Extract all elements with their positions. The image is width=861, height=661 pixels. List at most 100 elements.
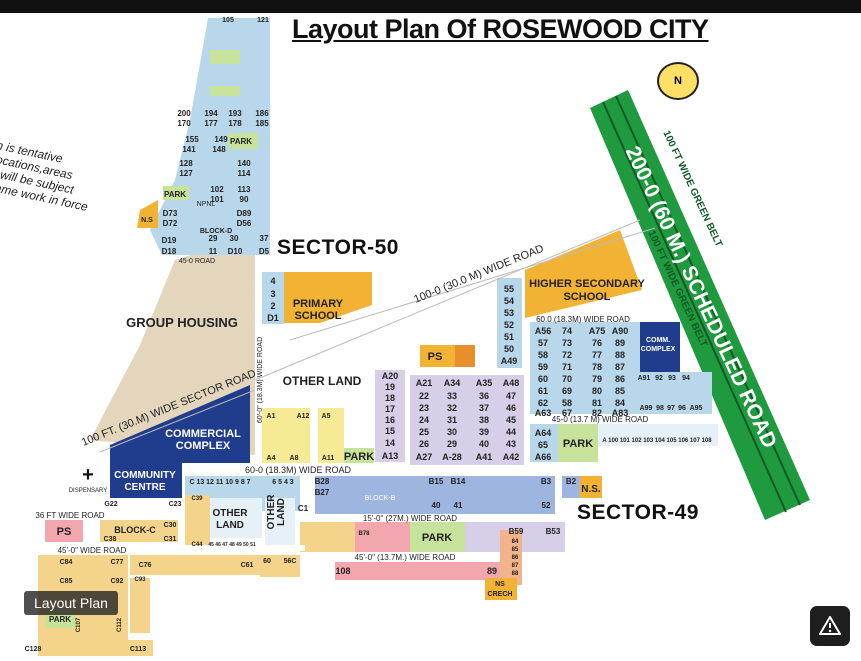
plot-c128: C128 — [25, 646, 42, 653]
plot-a41: A41 — [476, 452, 493, 462]
comm-small-2: COMPLEX — [641, 346, 676, 353]
road-label-36: 36 FT WIDE ROAD — [35, 511, 104, 520]
block-d-label: BLOCK-D — [200, 228, 232, 235]
hss-label-1: HIGHER SECONDARY — [529, 278, 645, 290]
plot-114: 114 — [238, 169, 251, 178]
plot-96: 96 — [678, 405, 686, 412]
park-label-a: PARK — [230, 137, 252, 146]
plot-38: 38 — [479, 415, 489, 425]
plot-51: 51 — [504, 332, 514, 342]
community-label-1: COMMUNITY — [114, 470, 176, 481]
plot-c6: 6 5 4 3 — [272, 479, 294, 486]
plot-101: 101 — [210, 195, 224, 204]
plot-c61: C61 — [241, 562, 254, 569]
plot-b15: B15 — [429, 477, 444, 486]
plot-102: 102 — [210, 185, 224, 194]
plot-128: 128 — [179, 159, 193, 168]
plot-a5: A5 — [322, 413, 331, 420]
plot-c1: C1 — [298, 504, 309, 513]
plot-24: 24 — [419, 415, 429, 425]
plot-22: 22 — [419, 391, 429, 401]
plot-36: 36 — [479, 391, 489, 401]
plot-193: 193 — [228, 109, 242, 118]
plot-60: 60 — [538, 374, 548, 384]
plot-194: 194 — [204, 109, 218, 118]
plot-70: 70 — [562, 374, 572, 384]
plot-c85: C85 — [60, 578, 73, 585]
plot-16: 16 — [385, 415, 395, 425]
community-centre-area — [110, 463, 182, 498]
road-label-wide: 100-0 (30.0 M) WIDE ROAD — [412, 243, 545, 306]
plot-89b: 89 — [487, 566, 497, 576]
higher-secondary-area — [525, 230, 642, 318]
plot-a13: A13 — [382, 451, 399, 461]
hss-label-2: SCHOOL — [563, 291, 610, 303]
plot-44: 44 — [506, 427, 516, 437]
plot-c45: 45 46 47 48 49 50 51 — [208, 542, 255, 548]
plot-b78: B78 — [358, 531, 370, 537]
plot-c107: C107 — [76, 617, 82, 632]
plot-54: 54 — [504, 296, 514, 306]
plot-89: 89 — [615, 338, 625, 348]
plot-c23: C23 — [169, 501, 182, 508]
plot-178: 178 — [228, 119, 242, 128]
plot-26: 26 — [419, 439, 429, 449]
plot-d19: D19 — [162, 236, 177, 245]
primary-school-area — [284, 272, 372, 323]
plot-86: 86 — [615, 374, 625, 384]
plot-b2: B2 — [566, 477, 577, 486]
plot-d72: D72 — [163, 219, 178, 228]
road-label-60c: 60.0 (18.3M) WIDE ROAD — [536, 315, 630, 324]
plot-39: 39 — [479, 427, 489, 437]
plot-108: 108 — [335, 566, 350, 576]
plot-79: 79 — [592, 374, 602, 384]
plot-b27: B27 — [315, 488, 330, 497]
plot-18: 18 — [385, 393, 395, 403]
ns-label-b: N.S. — [581, 484, 601, 495]
plot-40: 40 — [479, 439, 489, 449]
plot-41: 41 — [454, 501, 463, 510]
plot-71: 71 — [562, 362, 572, 372]
plot-3: 3 — [270, 289, 275, 299]
plot-93: 93 — [668, 375, 676, 382]
plot-52: 52 — [504, 320, 514, 330]
road-label-45a: 45-0 ROAD — [179, 258, 215, 265]
plot-31: 31 — [447, 415, 457, 425]
plot-a100: A 100 101 102 103 104 105 106 107 108 — [602, 438, 712, 444]
plot-a11: A11 — [322, 455, 335, 462]
plot-97: 97 — [667, 405, 675, 412]
plot-43: 43 — [506, 439, 516, 449]
plot-55: 55 — [504, 284, 514, 294]
park-label-c: PARK — [344, 451, 374, 463]
plot-81: 81 — [592, 398, 602, 408]
plot-d56: D56 — [237, 219, 252, 228]
plot-30: 30 — [230, 234, 239, 243]
plot-a95: A95 — [690, 405, 703, 412]
warning-button[interactable] — [810, 606, 850, 646]
plot-47: 47 — [506, 391, 516, 401]
ns-crech-1: NS — [495, 581, 505, 588]
plot-c31: C31 — [164, 536, 177, 543]
road-label-45d: 45'-0" (13.7M.) WIDE ROAD — [355, 553, 456, 562]
park-label-b: PARK — [164, 190, 186, 199]
plot-85b: 85 — [512, 547, 519, 553]
cross-icon: + — [82, 464, 94, 486]
plot-a21: A21 — [416, 378, 433, 388]
road-label-45c: 45'-0" WIDE ROAD — [58, 546, 127, 555]
comm-small-1: COMM. — [646, 337, 670, 344]
plot-a83: A83 — [612, 408, 629, 418]
plot-148: 148 — [212, 145, 226, 154]
primary-school-label-2: SCHOOL — [294, 310, 341, 322]
plot-92: 92 — [655, 375, 663, 382]
road-label-60a: 60-0 (18.3M) WIDE ROAD — [245, 465, 352, 475]
npnl-label: NPNL — [197, 201, 216, 208]
plot-94: 94 — [682, 375, 690, 382]
plot-76: 76 — [592, 338, 602, 348]
plot-c38: C38 — [104, 536, 117, 543]
plot-14: 14 — [385, 438, 395, 448]
layout-plan-badge[interactable]: Layout Plan — [24, 591, 118, 615]
plot-d1: D1 — [267, 313, 279, 323]
plot-58b: 58 — [562, 398, 572, 408]
plot-105: 105 — [222, 17, 234, 24]
north-label: N — [674, 75, 682, 87]
